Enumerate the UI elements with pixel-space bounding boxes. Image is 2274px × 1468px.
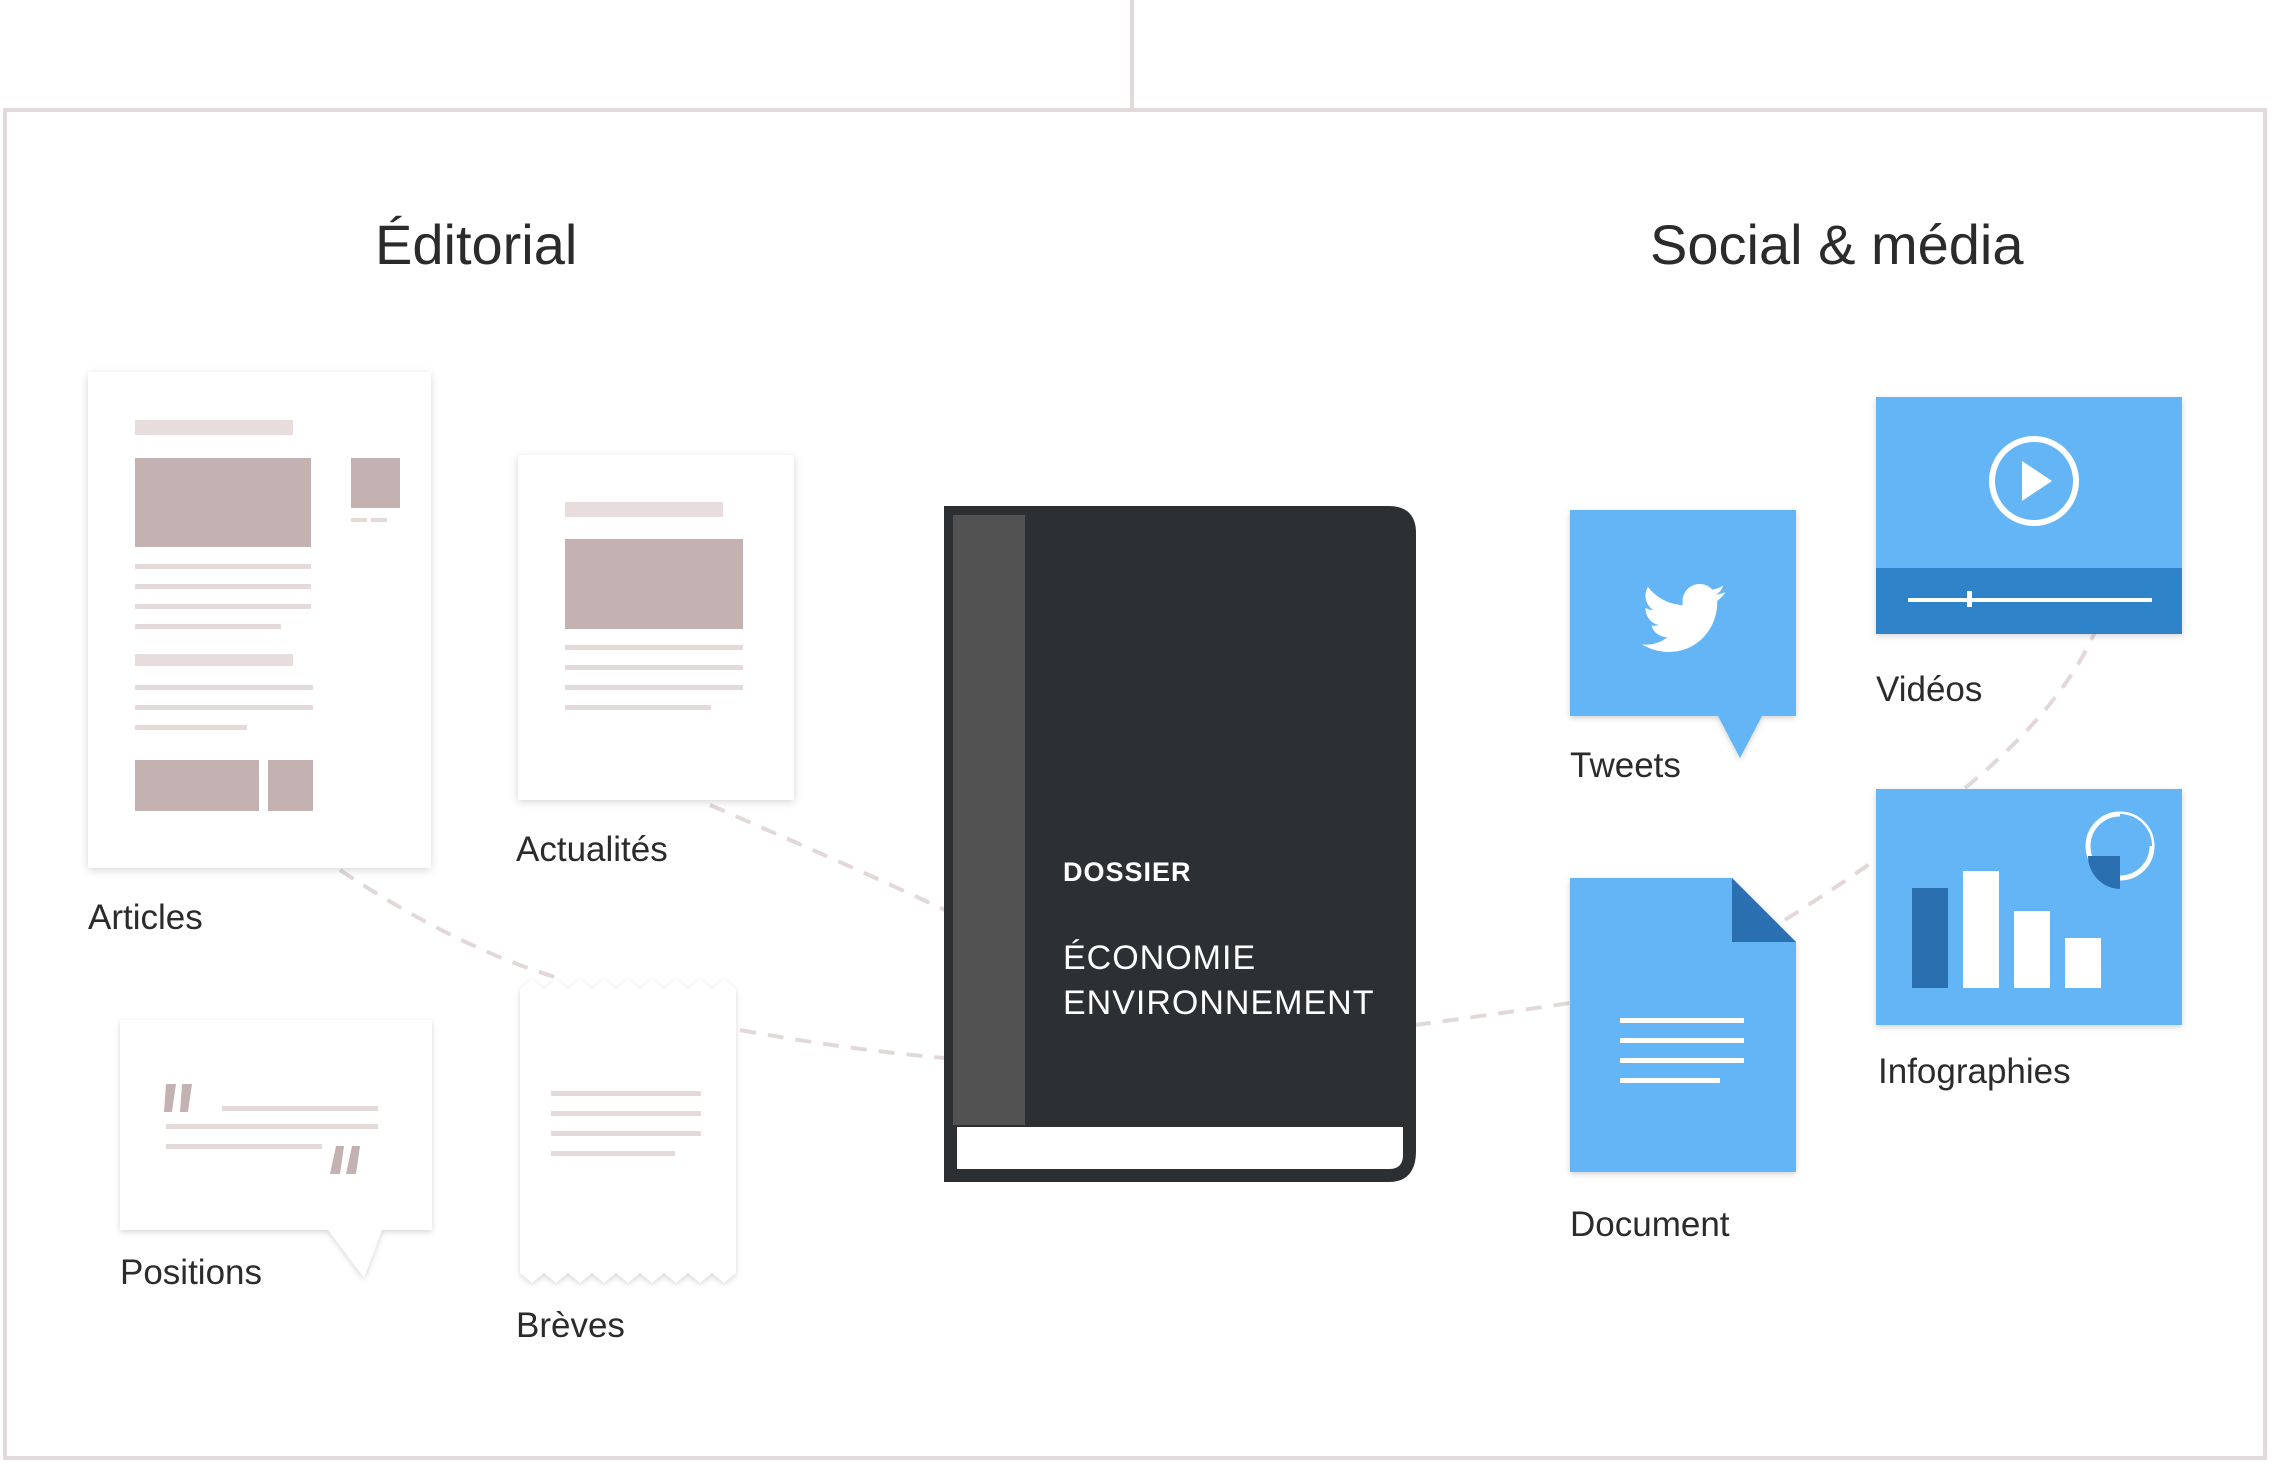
tweets-card[interactable] bbox=[1566, 506, 1800, 760]
dossier-title-line1: ÉCONOMIE bbox=[1063, 939, 1257, 977]
news-text-line bbox=[565, 645, 743, 650]
connector-document bbox=[1414, 1001, 1571, 1027]
document-icon bbox=[1620, 1018, 1744, 1083]
news-text-line bbox=[565, 705, 711, 710]
article-thumb-caption bbox=[351, 518, 367, 522]
dossier-title-line2: ENVIRONNEMENT bbox=[1063, 984, 1375, 1022]
quote-icon bbox=[164, 1084, 360, 1174]
article-text-line bbox=[135, 564, 311, 569]
article-text-line bbox=[135, 685, 313, 690]
dossier-kicker: DOSSIER bbox=[1063, 857, 1192, 887]
play-icon bbox=[1989, 436, 2079, 526]
bar-chart-icon bbox=[1912, 871, 2101, 988]
news-headline bbox=[565, 502, 723, 517]
connector-articles bbox=[338, 868, 566, 982]
article-text-line bbox=[135, 584, 311, 589]
article-image-block bbox=[268, 760, 313, 811]
twitter-bird-icon bbox=[1641, 584, 1726, 652]
article-image-block bbox=[135, 760, 259, 811]
article-image bbox=[135, 458, 311, 547]
news-text-line bbox=[565, 665, 743, 670]
article-text-line bbox=[135, 705, 313, 710]
breves-card[interactable] bbox=[510, 975, 750, 1295]
news-text-line bbox=[565, 685, 743, 690]
document-label: Document bbox=[1570, 1205, 1730, 1244]
videos-label: Vidéos bbox=[1876, 670, 1983, 709]
connector-actualites bbox=[709, 803, 946, 912]
positions-label: Positions bbox=[120, 1253, 263, 1292]
editorial-title: Éditorial bbox=[375, 213, 578, 276]
article-text-line bbox=[135, 604, 311, 609]
book-cover bbox=[944, 506, 1416, 1182]
actualites-card[interactable] bbox=[518, 455, 794, 800]
infographies-card[interactable] bbox=[1876, 789, 2182, 1025]
article-text-line bbox=[135, 624, 281, 629]
connector-breves bbox=[739, 1028, 946, 1060]
connector-infographies bbox=[1783, 858, 1877, 922]
article-subheading bbox=[135, 654, 293, 666]
infographies-label: Infographies bbox=[1878, 1052, 2071, 1091]
connector-videos bbox=[1963, 631, 2097, 790]
video-progress-track bbox=[1908, 598, 2152, 602]
videos-card[interactable] bbox=[1876, 397, 2182, 634]
tweets-label: Tweets bbox=[1570, 746, 1681, 785]
video-progress-handle bbox=[1967, 591, 1972, 607]
articles-card[interactable] bbox=[88, 372, 431, 868]
social-title: Social & média bbox=[1650, 213, 2024, 276]
positions-card[interactable] bbox=[110, 1010, 440, 1290]
article-thumb-caption bbox=[371, 518, 387, 522]
article-headline bbox=[135, 420, 293, 435]
actualites-label: Actualités bbox=[516, 830, 668, 869]
pie-chart-icon bbox=[2085, 811, 2155, 889]
diagram-frame bbox=[3, 108, 2267, 1460]
articles-label: Articles bbox=[88, 898, 203, 937]
dossier-book[interactable]: DOSSIER ÉCONOMIE ENVIRONNEMENT bbox=[943, 505, 1417, 1183]
news-image bbox=[565, 539, 743, 629]
document-card[interactable] bbox=[1566, 874, 1800, 1176]
breves-label: Brèves bbox=[516, 1306, 625, 1345]
article-text-line bbox=[135, 725, 247, 730]
top-divider bbox=[1130, 0, 1134, 108]
article-thumb bbox=[351, 458, 400, 508]
